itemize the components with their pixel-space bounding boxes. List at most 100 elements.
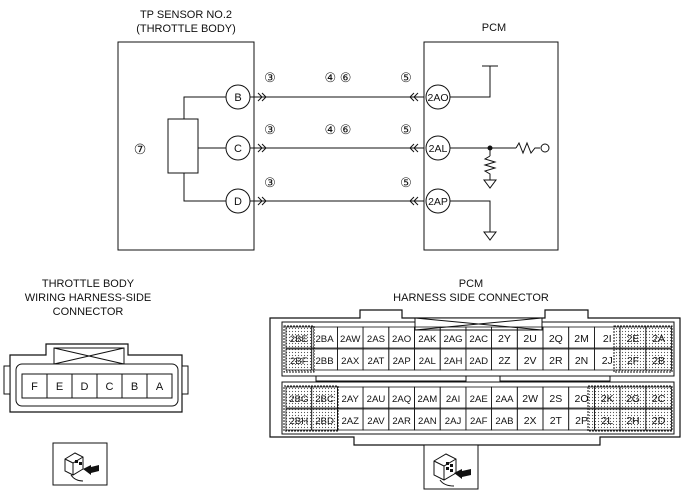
pcm-pin-2AO: 2AO [392, 334, 411, 345]
pcm-pin-2N: 2N [575, 355, 588, 367]
wire-ref-right-3: ⑤ [400, 175, 412, 190]
throttle-pin-F: F [31, 381, 38, 393]
sensor-terminal-C: C [225, 135, 251, 161]
pcm-pin-2U: 2U [523, 333, 536, 345]
pcm-pin-2Y: 2Y [498, 333, 511, 345]
pcm-pin-2AR: 2AR [392, 416, 411, 427]
pcm-pin-2J: 2J [602, 355, 613, 367]
pcm-box [423, 41, 559, 251]
wire-ref-mid-1: ④ ⑥ [325, 70, 352, 85]
pcm-pin-2AC: 2AC [469, 334, 488, 345]
pcm-terminal-2AL: 2AL [425, 135, 451, 161]
pcm-pin-2W: 2W [522, 393, 538, 405]
throttle-pin-cells [46, 374, 148, 398]
pcm-pin-2H: 2H [626, 415, 639, 427]
pcm-pin-2G: 2G [626, 393, 640, 405]
pcm-pin-2BA: 2BA [315, 334, 334, 345]
svg-text:D: D [234, 196, 242, 208]
svg-text:2AP: 2AP [428, 196, 448, 208]
pcm-pin-2D: 2D [652, 415, 666, 427]
pcm-pin-2Q: 2Q [549, 333, 563, 345]
sensor-title-line2: (THROTTLE BODY) [136, 23, 236, 35]
pcm-pin-2AZ: 2AZ [341, 416, 359, 427]
pcm-pin-2P: 2P [575, 415, 588, 427]
pcm-pin-2AM: 2AM [417, 394, 437, 405]
throttle-connector: F E D C B A [3, 343, 189, 413]
pcm-cell-box [645, 348, 672, 371]
pcm-pin-2K: 2K [601, 393, 614, 405]
wire-ref-left-2: ③ [264, 122, 276, 137]
pcm-cell-box [645, 408, 672, 431]
element-ref: ⑦ [134, 141, 147, 157]
connector-view-icon [52, 442, 108, 486]
pcm-pin-2T: 2T [550, 415, 563, 427]
pcm-pin-2AT: 2AT [368, 356, 385, 367]
sensor-terminal-B: B [225, 84, 251, 110]
pcm-pin-2BG: 2BG [289, 394, 308, 405]
svg-text:2AO: 2AO [427, 92, 448, 104]
pcm-terminal-2AO: 2AO [425, 84, 451, 110]
pcm-pin-2F: 2F [627, 355, 639, 367]
pcm-pin-2L: 2L [601, 415, 613, 427]
wire-ref-left-3: ③ [264, 175, 276, 190]
pcm-pin-2AN: 2AN [418, 416, 437, 427]
throttle-pin-E: E [56, 381, 63, 393]
pcm-pin-2R: 2R [549, 355, 563, 367]
pcm-pin-2S: 2S [549, 393, 562, 405]
pcm-pin-2AA: 2AA [495, 394, 514, 405]
throttle-pin-A: A [156, 381, 164, 393]
pcm-pin-2AB: 2AB [495, 416, 513, 427]
pcm-cell-box [645, 326, 672, 349]
connector-view-icon [423, 444, 479, 490]
pcm-pin-2AD: 2AD [469, 356, 488, 367]
sensor-terminal-D: D [225, 188, 251, 214]
sensor-internal-wiring [167, 96, 226, 202]
pcm-pin-2AE: 2AE [470, 394, 488, 405]
pcm-pin-2AQ: 2AQ [392, 394, 411, 405]
pcm-cell-box [645, 386, 672, 409]
pcm-pin-2BD: 2BD [315, 416, 334, 427]
wire-ref-left-1: ③ [264, 70, 276, 85]
pcm-title: PCM [482, 22, 506, 34]
pcm-internal-circuit [450, 65, 550, 241]
pcm-pin-2O: 2O [575, 393, 589, 405]
wire-ref-right-2: ⑤ [400, 122, 412, 137]
pcm-pin-2X: 2X [524, 415, 537, 427]
pcm-pin-2AW: 2AW [340, 334, 361, 345]
pcm-connector-title-line2: HARNESS SIDE CONNECTOR [393, 292, 549, 304]
pcm-pin-2Z: 2Z [498, 355, 511, 367]
pcm-pin-2AH: 2AH [444, 356, 463, 367]
sensor-title-line1: TP SENSOR NO.2 [140, 9, 232, 21]
pcm-pin-2I: 2I [603, 333, 612, 345]
sensor-box [117, 41, 255, 251]
throttle-pin-D: D [81, 381, 89, 393]
svg-text:2AL: 2AL [429, 143, 448, 155]
svg-text:B: B [234, 92, 241, 104]
wire-ref-right-1: ⑤ [400, 70, 412, 85]
pcm-terminal-2AP: 2AP [425, 188, 451, 214]
pcm-connector-title-line1: PCM [459, 278, 483, 290]
wire-ref-mid-2: ④ ⑥ [325, 122, 352, 137]
pcm-pin-2C: 2C [652, 393, 666, 405]
pcm-pin-2AU: 2AU [367, 394, 386, 405]
pcm-pin-2AS: 2AS [367, 334, 385, 345]
pcm-pin-2AP: 2AP [393, 356, 411, 367]
pcm-pin-2AG: 2AG [443, 334, 462, 345]
pcm-pin-2V: 2V [524, 355, 537, 367]
wire-lines [250, 92, 424, 206]
pcm-pin-2AX: 2AX [341, 356, 360, 367]
pcm-pin-2BH: 2BH [290, 416, 309, 427]
pcm-pin-2AL: 2AL [419, 356, 437, 367]
pcm-pin-2BF: 2BF [290, 356, 308, 367]
throttle-pin-C: C [106, 381, 114, 393]
throttle-pin-B: B [131, 381, 138, 393]
pcm-pin-2E: 2E [627, 333, 640, 345]
pcm-pin-2AK: 2AK [418, 334, 437, 345]
pcm-pin-2AY: 2AY [342, 394, 360, 405]
throttle-connector-title-line3: CONNECTOR [53, 306, 124, 318]
pcm-pin-2M: 2M [574, 333, 589, 345]
pcm-pin-2B: 2B [652, 355, 665, 367]
pcm-pin-2AI: 2AI [446, 394, 460, 405]
